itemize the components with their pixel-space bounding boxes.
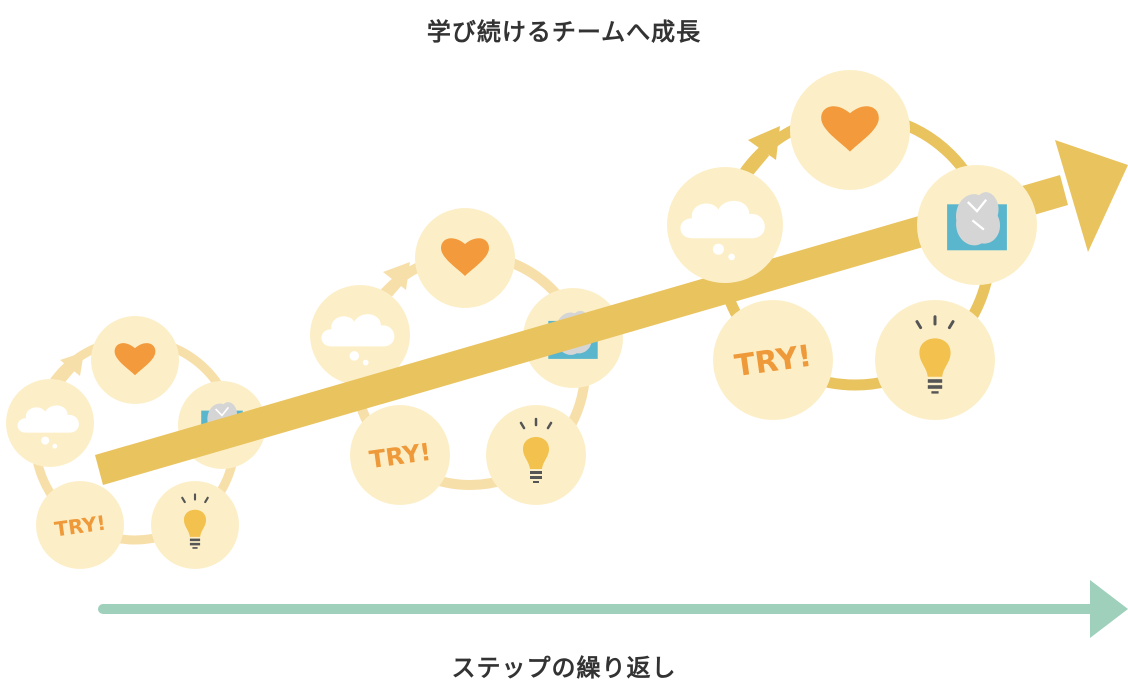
try-circle <box>36 481 124 569</box>
try-circle <box>713 300 833 420</box>
cycle-large: TRY! <box>667 70 1037 420</box>
timeline-arrow <box>98 580 1128 638</box>
growth-arrow <box>95 140 1128 485</box>
try-circle <box>350 405 450 505</box>
growth-arrowhead <box>1055 140 1128 252</box>
diagram-title: 学び続けるチームへ成長 <box>426 18 702 46</box>
cycle-arrowhead <box>383 262 410 290</box>
diagram-footer: ステップの繰り返し <box>451 654 677 682</box>
cycle-medium: TRY! <box>310 208 623 505</box>
timeline-arrow-shaft <box>98 604 1098 614</box>
cycle-arrowhead <box>748 126 780 160</box>
cycle-arrowhead <box>60 352 84 376</box>
timeline-arrowhead <box>1090 580 1128 638</box>
growth-arrow-shaft <box>95 175 1068 485</box>
